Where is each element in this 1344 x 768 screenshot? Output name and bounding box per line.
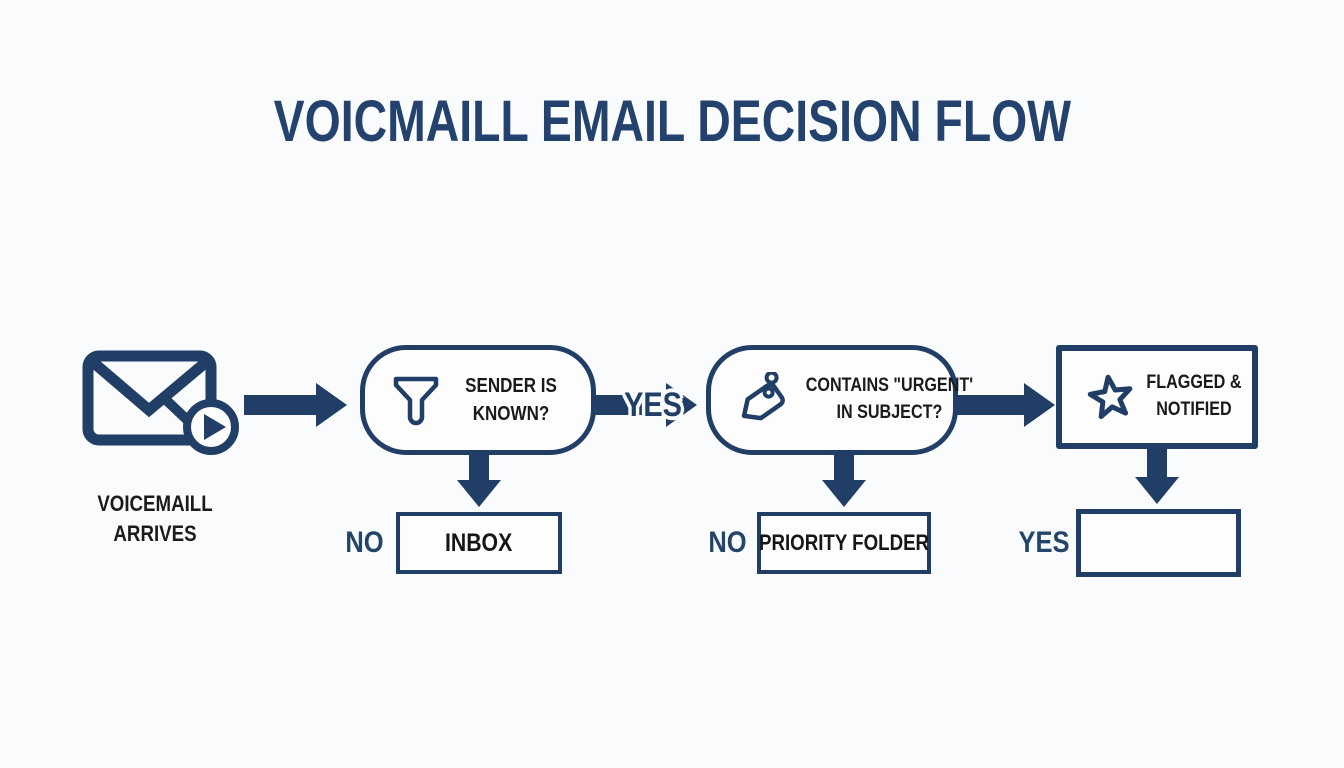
edge-label-yes: YES [624, 386, 682, 424]
branch-label-yes-3: YES [1018, 526, 1070, 559]
outcome-inbox-label: INBOX [445, 528, 513, 557]
outcome-inbox: INBOX [396, 512, 562, 574]
star-icon [1087, 374, 1133, 420]
outcome-priority-folder: PRIORITY FOLDER [757, 512, 931, 574]
node-flagged-notified: FLAGGED & NOTIFIED [1056, 345, 1258, 449]
node-contains-urgent-label: CONTAINS "URGENT' IN SUBJECT? [805, 375, 974, 423]
node-flagged-notified-label: FLAGGED & NOTIFIED [1146, 372, 1242, 420]
node-contains-urgent: CONTAINS "URGENT' IN SUBJECT? [706, 345, 973, 455]
node-sender-known-label: SENDER IS KNOWN? [465, 375, 557, 425]
outcome-empty [1076, 509, 1241, 577]
node-sender-known: SENDER IS KNOWN? [360, 345, 596, 455]
funnel-icon [393, 376, 439, 426]
down-arrow-flagged-yes [1135, 449, 1179, 504]
edge-yes-arrow [594, 383, 697, 427]
arrow-urgent-to-flagged [956, 383, 1055, 427]
branch-label-no-2: NO [707, 526, 747, 559]
arrow-source-to-sender-known [244, 383, 347, 427]
source-label: VOICEMAILL ARRIVES [55, 489, 255, 549]
outcome-priority-folder-label: PRIORITY FOLDER [758, 530, 930, 555]
source-label-line1: VOICEMAILL [97, 491, 213, 516]
branch-label-no-1: NO [344, 526, 384, 559]
down-arrow-sender-no [457, 452, 501, 507]
tag-icon [741, 372, 785, 421]
page-title: VOICMAILL EMAIL DECISION FLOW [273, 89, 1071, 154]
voicemail-email-icon [82, 350, 239, 455]
down-arrow-urgent-no [822, 452, 866, 507]
source-label-line2: ARRIVES [113, 521, 197, 546]
